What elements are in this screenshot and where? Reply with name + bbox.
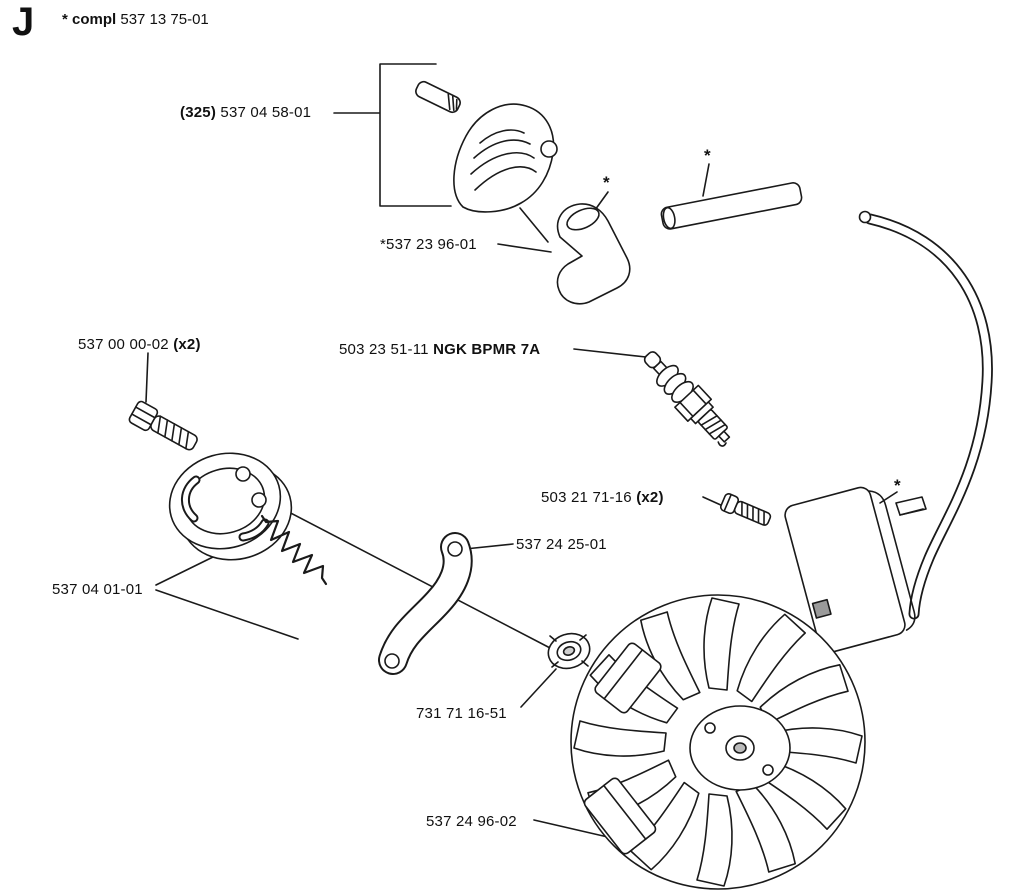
label-spark-plug-model: NGK BPMR 7A	[433, 341, 541, 358]
label-clutch-bolts: 537 00 00-02 (x2)	[78, 336, 201, 353]
module-screw-part	[719, 493, 772, 526]
header-note-bold: * compl	[62, 11, 117, 28]
boot-part	[556, 203, 631, 305]
asterisk-module: *	[894, 476, 901, 495]
label-link-number: 537 24 25-01	[516, 536, 607, 553]
label-boot-number: *537 23 96-01	[380, 236, 477, 253]
section-letter: J	[12, 0, 35, 44]
clutch-part	[168, 452, 293, 561]
flywheel-magnet	[594, 642, 662, 714]
label-module-screws-number: 503 21 71-16	[541, 489, 632, 506]
asterisk-boot: *	[603, 173, 610, 192]
label-washer: 731 71 16-51	[416, 705, 507, 722]
leader-lines	[145, 63, 898, 839]
label-spark-plug: 503 23 51-11 NGK BPMR 7A	[339, 341, 540, 358]
washer-part	[547, 632, 591, 670]
label-clutch-bolts-number: 537 00 00-02	[78, 336, 169, 353]
label-module-screws: 503 21 71-16 (x2)	[541, 489, 664, 506]
pin-part	[415, 80, 461, 114]
label-clutch: 537 04 01-01	[52, 581, 143, 598]
flywheel-part	[570, 594, 866, 890]
label-boot: *537 23 96-01	[380, 236, 477, 253]
flywheel-magnet	[583, 777, 657, 855]
label-flywheel-number: 537 24 96-02	[426, 813, 517, 830]
header-note: * compl 537 13 75-01	[62, 11, 209, 28]
asterisk-tube: *	[704, 146, 711, 165]
cover-part	[453, 103, 558, 213]
clutch-bolt-part	[128, 400, 198, 451]
tube-part	[660, 182, 803, 230]
label-spark-plug-number: 503 23 51-11	[339, 341, 429, 358]
link-part	[378, 532, 473, 675]
label-clutch-number: 537 04 01-01	[52, 581, 143, 598]
label-washer-number: 731 71 16-51	[416, 705, 507, 722]
ignition-wire-part	[858, 210, 993, 620]
label-cover-qty: (325)	[180, 104, 217, 121]
ignition-module-part	[784, 486, 927, 654]
label-clutch-bolts-qty: (x2)	[173, 336, 201, 353]
label-flywheel: 537 24 96-02	[426, 813, 517, 830]
label-link: 537 24 25-01	[516, 536, 607, 553]
label-cover-number: 537 04 58-01	[220, 104, 312, 121]
label-module-screws-qty: (x2)	[636, 489, 664, 506]
spring-part	[260, 514, 328, 586]
spark-plug-part	[643, 351, 731, 447]
label-cover: (325) 537 04 58-01	[180, 104, 311, 121]
header-note-number: 537 13 75-01	[120, 11, 209, 28]
